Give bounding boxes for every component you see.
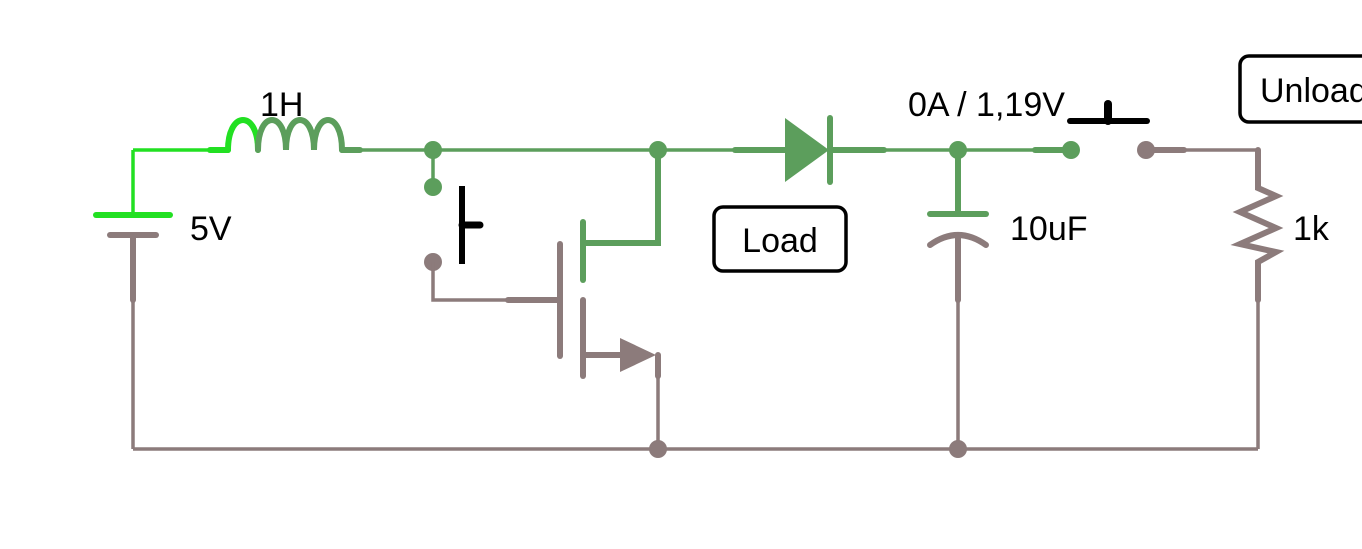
unload-button[interactable]: Unload	[1238, 54, 1362, 124]
load-button[interactable]: Load	[712, 205, 848, 273]
battery[interactable]	[93, 148, 210, 449]
unload-button-label: Unload	[1260, 72, 1362, 110]
resistor-label: 1k	[1293, 210, 1330, 248]
junction-node	[949, 440, 967, 458]
meter-readout: 0A / 1,19V	[908, 86, 1065, 124]
inductor-label: 1H	[260, 86, 303, 124]
capacitor-label: 10uF	[1010, 210, 1088, 248]
battery-label: 5V	[190, 210, 232, 248]
gate-pushbutton[interactable]	[424, 150, 484, 271]
inductor[interactable]	[207, 117, 363, 153]
mosfet[interactable]	[505, 147, 661, 449]
junction-node	[649, 440, 667, 458]
diode[interactable]	[732, 115, 887, 185]
load-switch[interactable]	[1032, 100, 1187, 159]
capacitor[interactable]	[927, 147, 989, 449]
load-button-label: Load	[742, 222, 818, 260]
resistor[interactable]	[1230, 147, 1285, 449]
gate-wire	[431, 262, 508, 302]
